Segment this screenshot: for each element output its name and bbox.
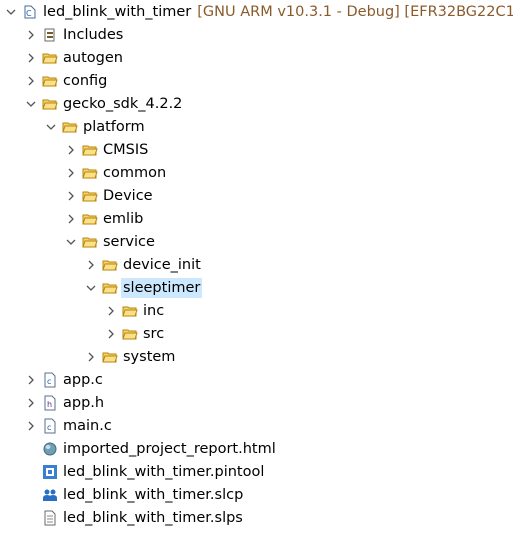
chevron-right-icon[interactable] xyxy=(64,162,78,184)
text-file-icon xyxy=(42,510,58,526)
chevron-right-icon[interactable] xyxy=(24,47,38,69)
includes-icon xyxy=(42,27,58,43)
tree-row-pintool[interactable]: led_blink_with_timer.pintool xyxy=(42,461,266,483)
project-icon: C xyxy=(22,4,38,20)
folder-open-icon xyxy=(62,119,78,135)
c-file-icon: c xyxy=(42,372,58,388)
tree-item-label: sleeptimer xyxy=(121,278,203,298)
chevron-right-icon[interactable] xyxy=(64,208,78,230)
tree-item-label: inc xyxy=(143,303,165,319)
tree-row-project[interactable]: C led_blink_with_timer [GNU ARM v10.3.1 … xyxy=(4,1,513,23)
tree-row-config[interactable]: config xyxy=(24,70,109,92)
chevron-down-icon[interactable] xyxy=(4,1,18,23)
chevron-right-icon[interactable] xyxy=(84,346,98,368)
chip-icon xyxy=(42,464,58,480)
tree-row-autogen[interactable]: autogen xyxy=(24,47,125,69)
tree-row-includes[interactable]: Includes xyxy=(24,24,125,46)
tree-row-app-h[interactable]: h app.h xyxy=(24,392,106,414)
folder-icon xyxy=(122,303,138,319)
folder-open-icon xyxy=(82,234,98,250)
tree-row-device-init[interactable]: device_init xyxy=(84,254,203,276)
folder-icon xyxy=(42,73,58,89)
chevron-right-icon[interactable] xyxy=(24,415,38,437)
globe-icon xyxy=(42,441,58,457)
tree-item-label: CMSIS xyxy=(103,142,149,158)
folder-icon xyxy=(102,349,118,365)
folder-icon xyxy=(82,165,98,181)
tree-row-report-html[interactable]: imported_project_report.html xyxy=(42,438,278,460)
tree-item-label: config xyxy=(63,73,108,89)
tree-row-slcp[interactable]: led_blink_with_timer.slcp xyxy=(42,484,245,506)
folder-open-icon xyxy=(102,280,118,296)
tree-item-label: device_init xyxy=(123,257,201,273)
tree-item-label: autogen xyxy=(63,50,123,66)
tree-item-label: imported_project_report.html xyxy=(63,441,276,457)
folder-icon xyxy=(82,211,98,227)
chevron-down-icon[interactable] xyxy=(44,116,58,138)
tree-item-label: led_blink_with_timer xyxy=(43,4,192,20)
tree-item-label: app.h xyxy=(63,395,105,411)
chevron-right-icon[interactable] xyxy=(104,323,118,345)
svg-text:c: c xyxy=(47,377,51,386)
tree-item-label: led_blink_with_timer.slps xyxy=(63,510,243,526)
folder-open-icon xyxy=(42,96,58,112)
h-file-icon: h xyxy=(42,395,58,411)
svg-text:h: h xyxy=(47,400,52,409)
tree-row-device[interactable]: Device xyxy=(64,185,155,207)
c-file-icon: c xyxy=(42,418,58,434)
tree-row-inc[interactable]: inc xyxy=(104,300,166,322)
tree-row-sleeptimer[interactable]: sleeptimer xyxy=(84,277,203,299)
svg-text:c: c xyxy=(47,423,51,432)
folder-icon xyxy=(82,142,98,158)
tree-item-label: gecko_sdk_4.2.2 xyxy=(63,96,183,112)
tree-item-label: led_blink_with_timer.slcp xyxy=(63,487,244,503)
tree-row-common[interactable]: common xyxy=(64,162,168,184)
folder-icon xyxy=(42,50,58,66)
tree-item-label: system xyxy=(123,349,176,365)
folder-icon xyxy=(82,188,98,204)
tree-row-cmsis[interactable]: CMSIS xyxy=(64,139,150,161)
tree-item-label: common xyxy=(103,165,167,181)
chevron-down-icon[interactable] xyxy=(64,231,78,253)
tree-row-system[interactable]: system xyxy=(84,346,177,368)
chevron-right-icon[interactable] xyxy=(24,392,38,414)
tree-row-emlib[interactable]: emlib xyxy=(64,208,145,230)
chevron-right-icon[interactable] xyxy=(24,369,38,391)
tree-row-platform[interactable]: platform xyxy=(44,116,147,138)
tree-item-label: Includes xyxy=(63,27,124,43)
chevron-right-icon[interactable] xyxy=(84,254,98,276)
folder-icon xyxy=(122,326,138,342)
tree-item-label: emlib xyxy=(103,211,144,227)
chevron-right-icon[interactable] xyxy=(24,70,38,92)
tree-item-label: main.c xyxy=(63,418,112,434)
tree-row-slps[interactable]: led_blink_with_timer.slps xyxy=(42,507,245,529)
chevron-right-icon[interactable] xyxy=(104,300,118,322)
tree-row-service[interactable]: service xyxy=(64,231,157,253)
users-icon xyxy=(42,487,58,503)
tree-item-label: service xyxy=(103,234,155,250)
chevron-right-icon[interactable] xyxy=(64,185,78,207)
svg-text:C: C xyxy=(26,9,32,18)
tree-item-label: led_blink_with_timer.pintool xyxy=(63,464,265,480)
tree-item-label: src xyxy=(143,326,165,342)
tree-row-main-c[interactable]: c main.c xyxy=(24,415,114,437)
tree-row-app-c[interactable]: c app.c xyxy=(24,369,105,391)
project-decoration: [GNU ARM v10.3.1 - Debug] [EFR32BG22C1 xyxy=(197,4,513,20)
tree-item-label: app.c xyxy=(63,372,103,388)
chevron-right-icon[interactable] xyxy=(24,24,38,46)
chevron-down-icon[interactable] xyxy=(24,93,38,115)
tree-row-gecko-sdk[interactable]: gecko_sdk_4.2.2 xyxy=(24,93,184,115)
tree-item-label: Device xyxy=(103,188,153,204)
tree-item-label: platform xyxy=(83,119,145,135)
tree-row-src[interactable]: src xyxy=(104,323,166,345)
chevron-down-icon[interactable] xyxy=(84,277,98,299)
chevron-right-icon[interactable] xyxy=(64,139,78,161)
folder-icon xyxy=(102,257,118,273)
